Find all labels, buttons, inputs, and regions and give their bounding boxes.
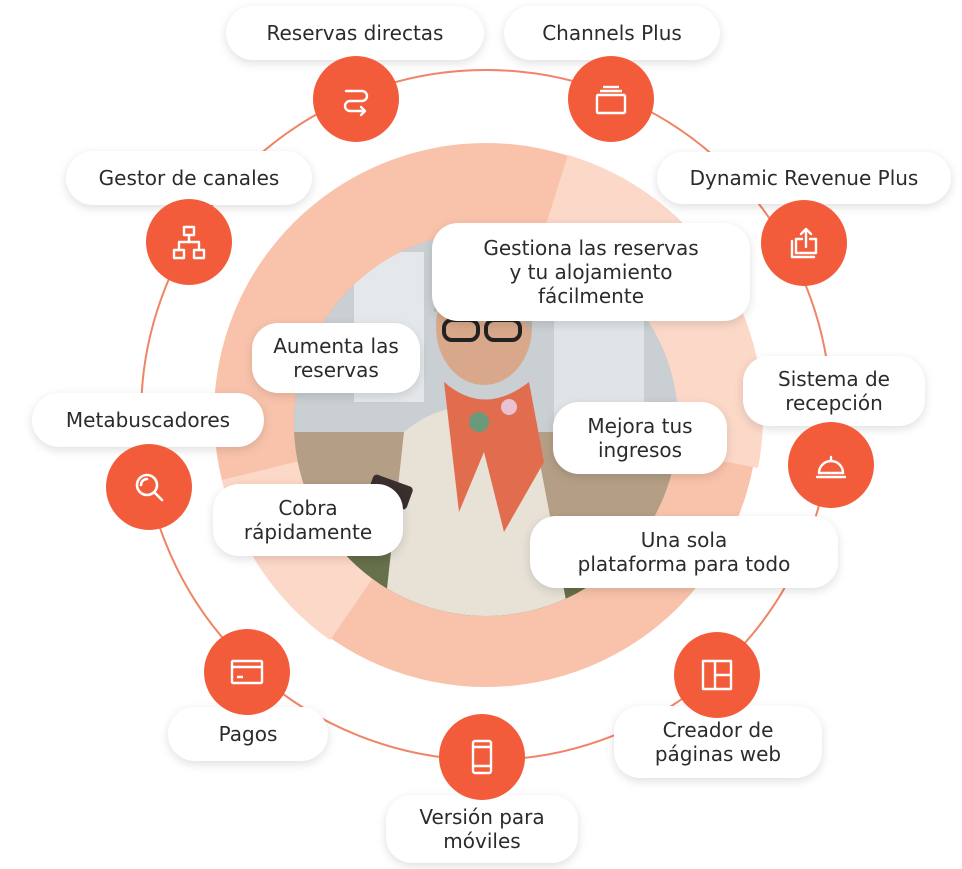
feature-creador-web[interactable]: Creador de páginas web: [614, 706, 822, 778]
smartphone-icon[interactable]: [439, 714, 525, 800]
feature-gestor-canales-label: Gestor de canales: [98, 166, 280, 190]
feature-channels-plus-label: Channels Plus: [542, 21, 682, 45]
benefit-aumenta-line1: Aumenta las: [273, 334, 399, 358]
feature-pagos[interactable]: Pagos: [168, 707, 328, 761]
feature-reservas-directas[interactable]: Reservas directas: [226, 6, 484, 60]
stacked-cards-icon[interactable]: [568, 56, 654, 142]
reception-bell-icon[interactable]: [788, 422, 874, 508]
feature-version-moviles[interactable]: Versión para móviles: [386, 795, 578, 863]
route-icon[interactable]: [313, 56, 399, 142]
benefit-cobra-line2: rápidamente: [243, 520, 373, 544]
feature-dynamic-revenue[interactable]: Dynamic Revenue Plus: [657, 152, 951, 204]
feature-sistema-recepcion-line2: recepción: [785, 391, 883, 415]
feature-metabuscadores-label: Metabuscadores: [65, 408, 231, 432]
feature-sistema-recepcion[interactable]: Sistema de recepción: [743, 356, 925, 426]
benefit-mejora-line2: ingresos: [597, 438, 683, 462]
sitemap-icon[interactable]: [146, 199, 232, 285]
benefit-cobra-line1: Cobra: [278, 496, 338, 520]
layout-grid-icon[interactable]: [674, 632, 760, 718]
benefit-gestiona-line3: fácilmente: [537, 284, 644, 308]
benefit-plataforma-line2: plataforma para todo: [577, 552, 791, 576]
feature-channels-plus[interactable]: Channels Plus: [504, 6, 720, 60]
credit-card-icon[interactable]: [204, 629, 290, 715]
benefit-mejora: Mejora tus ingresos: [553, 402, 727, 474]
benefit-gestiona-line1: Gestiona las reservas: [483, 236, 699, 260]
benefit-cobra: Cobra rápidamente: [213, 484, 403, 556]
benefit-gestiona: Gestiona las reservas y tu alojamiento f…: [432, 223, 750, 321]
feature-creador-web-line2: páginas web: [654, 742, 782, 766]
benefit-aumenta-line2: reservas: [293, 358, 379, 382]
benefit-gestiona-line2: y tu alojamiento: [509, 260, 673, 284]
feature-version-moviles-line2: móviles: [443, 829, 521, 853]
feature-reservas-directas-label: Reservas directas: [266, 21, 444, 45]
benefit-aumenta: Aumenta las reservas: [252, 323, 420, 393]
feature-version-moviles-line1: Versión para: [419, 805, 545, 829]
feature-creador-web-line1: Creador de: [662, 718, 774, 742]
feature-dynamic-revenue-label: Dynamic Revenue Plus: [689, 166, 919, 190]
feature-sistema-recepcion-line1: Sistema de: [778, 367, 890, 391]
feature-metabuscadores[interactable]: Metabuscadores: [32, 393, 264, 447]
feature-gestor-canales[interactable]: Gestor de canales: [66, 151, 312, 205]
benefit-mejora-line1: Mejora tus: [587, 414, 693, 438]
upload-stack-icon[interactable]: [761, 200, 847, 286]
benefit-plataforma-line1: Una sola: [640, 528, 728, 552]
feature-pagos-label: Pagos: [218, 722, 278, 746]
benefit-plataforma: Una sola plataforma para todo: [530, 516, 838, 588]
magnifier-icon[interactable]: [106, 444, 192, 530]
